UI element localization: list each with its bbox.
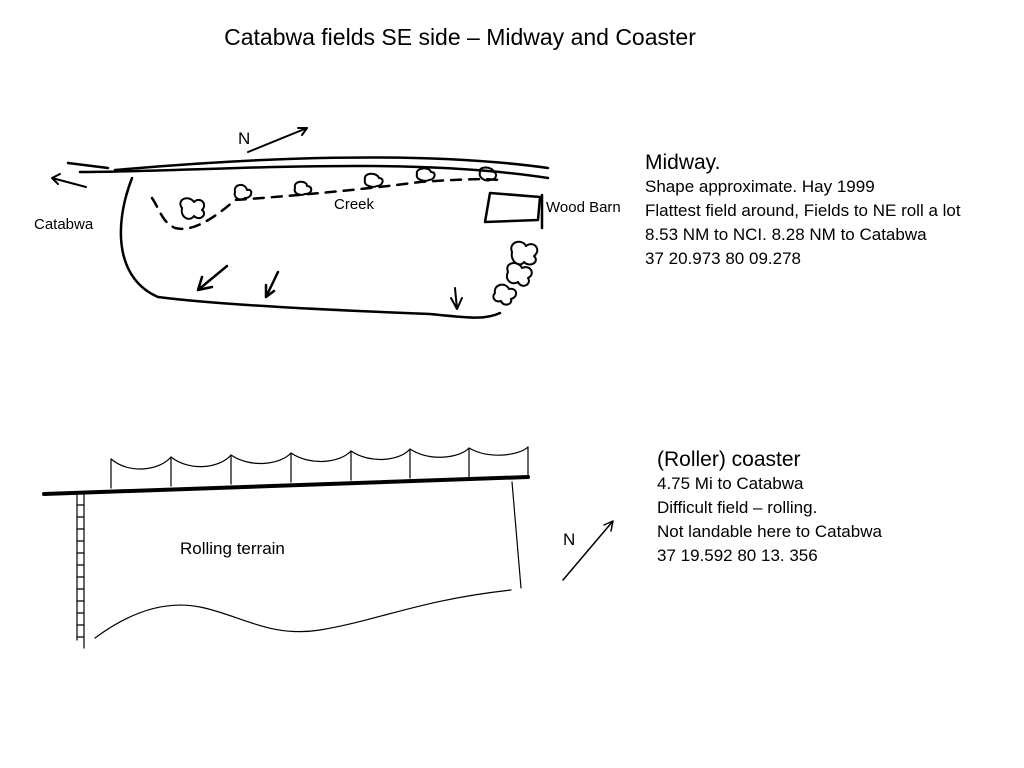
slope-arrow	[196, 264, 229, 292]
wavy-bottom	[94, 589, 512, 639]
creek-line	[150, 177, 502, 231]
road-line-top	[66, 156, 550, 172]
catabwa-label: Catabwa	[34, 216, 94, 233]
fence-posts	[110, 446, 529, 489]
fence-scallops	[110, 446, 529, 470]
north-arrow	[247, 127, 308, 153]
midway-line: Flattest field around, Fields to NE roll…	[645, 201, 961, 220]
coaster-heading: (Roller) coaster	[657, 448, 801, 471]
midway-line: 37 20.973 80 09.278	[645, 249, 801, 268]
slope-arrow	[450, 287, 463, 310]
coaster-line: Difficult field – rolling.	[657, 498, 818, 517]
field-outline	[119, 176, 502, 319]
road-line-bottom	[78, 164, 550, 180]
wood-barn-label: Wood Barn	[546, 199, 621, 216]
wood-barn-shape	[483, 191, 542, 224]
catabwa-arrow	[51, 173, 87, 188]
creek-bush	[179, 197, 206, 220]
creek-bush	[415, 167, 436, 182]
north-arrow	[562, 520, 614, 581]
midway-line: Shape approximate. Hay 1999	[645, 177, 875, 196]
page-title: Catabwa fields SE side – Midway and Coas…	[224, 24, 696, 50]
tree-cluster	[506, 262, 533, 287]
coaster-north-label: N	[563, 530, 576, 549]
creek-label: Creek	[334, 196, 375, 213]
tree-cluster	[492, 283, 517, 306]
midway-description: Midway. Shape approximate. Hay 1999 Flat…	[645, 151, 961, 271]
midway-heading: Midway.	[645, 151, 721, 174]
rolling-terrain-label: Rolling terrain	[180, 539, 285, 558]
coaster-line: 37 19.592 80 13. 356	[657, 546, 818, 565]
coaster-description: (Roller) coaster 4.75 Mi to Catabwa Diff…	[657, 448, 882, 568]
creek-bush	[363, 172, 384, 188]
coaster-line: 4.75 Mi to Catabwa	[657, 474, 804, 493]
midway-north-label: N	[238, 129, 251, 148]
coaster-road	[42, 475, 530, 496]
creek-bush	[233, 184, 253, 201]
coaster-line: Not landable here to Catabwa	[657, 522, 882, 541]
right-edge	[511, 481, 522, 589]
creek-bush	[293, 180, 313, 196]
midway-line: 8.53 NM to NCI. 8.28 NM to Catabwa	[645, 225, 927, 244]
slope-arrow	[264, 270, 280, 299]
creek-bush	[478, 166, 498, 182]
left-ladder	[76, 494, 85, 649]
